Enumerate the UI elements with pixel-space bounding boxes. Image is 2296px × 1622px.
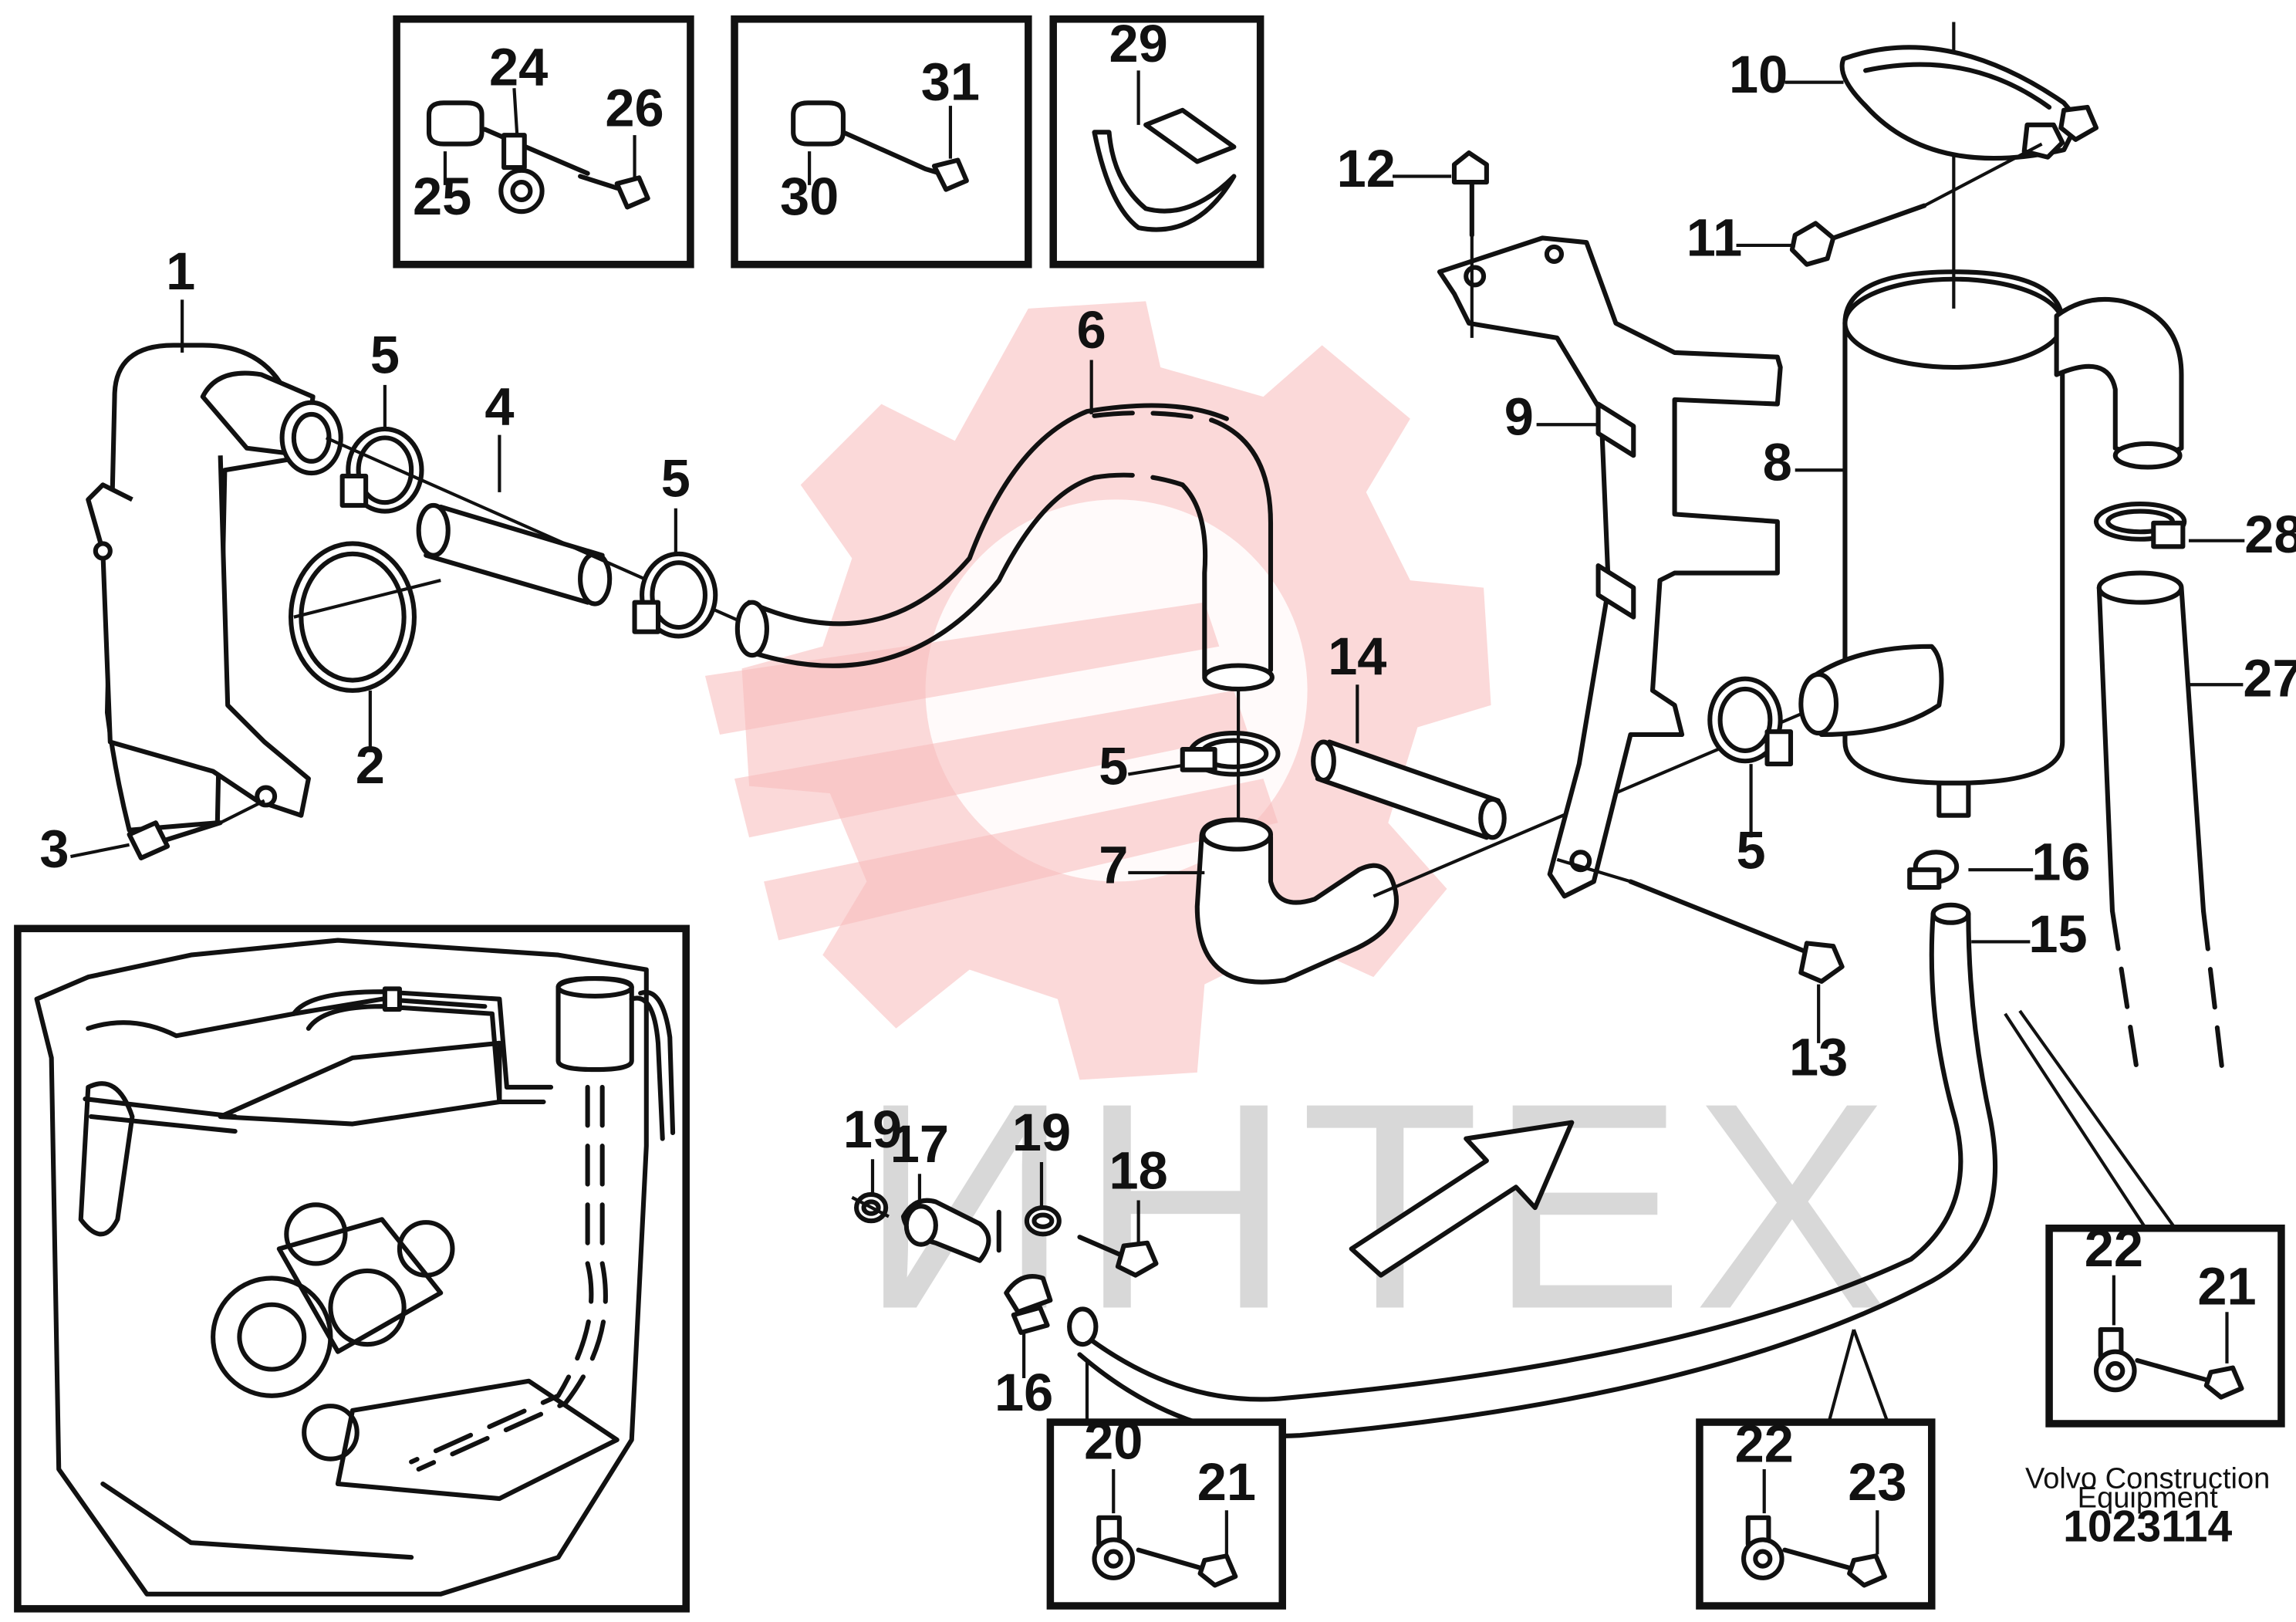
hose-6 [734, 403, 1275, 692]
label-8: 8 [1763, 433, 1792, 492]
label-4: 4 [485, 377, 514, 436]
bolt-11 [1789, 142, 2043, 267]
bolt-12 [1451, 150, 1489, 338]
label-3: 3 [39, 819, 69, 878]
hose-clamp-5a [339, 426, 424, 514]
label-14: 14 [1328, 627, 1386, 686]
hose-clamp-5c [1180, 731, 1281, 777]
label-27: 27 [2243, 648, 2296, 708]
label-17: 17 [890, 1114, 949, 1174]
hose-14 [1311, 739, 1507, 840]
watermark-gear-logo [704, 301, 1491, 1080]
band-clamp-10 [1839, 45, 2099, 161]
detail-box-22-21 [2045, 1224, 2285, 1428]
label-19a: 19 [843, 1100, 902, 1159]
label-5a: 5 [370, 326, 400, 385]
label-6: 6 [1077, 300, 1106, 360]
label-31: 31 [921, 52, 980, 111]
label-22a: 22 [1735, 1414, 1794, 1473]
label-29: 29 [1109, 14, 1168, 73]
detail-box-20-21 [1046, 1418, 1286, 1610]
breather-housing [86, 343, 343, 833]
fitting-group-17-18-19 [851, 1191, 1159, 1335]
label-16a: 16 [2031, 832, 2090, 891]
oil-separator-8 [1798, 22, 2184, 818]
direction-arrow [1349, 1120, 1575, 1278]
label-5c: 5 [1099, 737, 1128, 796]
detail-box-24-25-26 [393, 15, 694, 269]
label-23: 23 [1848, 1452, 1906, 1512]
hose-clamp-28 [2093, 502, 2187, 549]
hose-clamp-5d [1707, 676, 1794, 767]
label-28: 28 [2244, 505, 2296, 564]
label-30: 30 [780, 167, 839, 226]
o-ring [288, 541, 417, 693]
label-22b: 22 [2085, 1218, 2143, 1278]
bracket-9 [1437, 235, 1783, 899]
label-10: 10 [1729, 45, 1788, 104]
label-20: 20 [1084, 1411, 1143, 1471]
label-1: 1 [166, 242, 195, 301]
label-9: 9 [1504, 387, 1534, 447]
detail-box-22-23 [1696, 1418, 1936, 1610]
label-7: 7 [1099, 835, 1128, 894]
engine-overview-inset [14, 924, 690, 1613]
label-15: 15 [2028, 904, 2087, 964]
footer-company-line2: Equipment [2078, 1482, 2218, 1514]
label-5b: 5 [661, 449, 690, 509]
label-26: 26 [605, 79, 663, 138]
bolt-3 [127, 799, 265, 860]
label-12: 12 [1337, 139, 1396, 198]
label-18: 18 [1109, 1140, 1168, 1200]
label-25: 25 [413, 167, 471, 226]
hose-4 [416, 502, 613, 607]
hose-clamp-5b [632, 551, 718, 639]
label-19b: 19 [1012, 1103, 1071, 1162]
bolt-13 [1556, 857, 1845, 984]
detail-box-30-31 [731, 15, 1032, 269]
hose-27 [2096, 570, 2225, 1075]
detail-box-29 [1049, 15, 1264, 269]
footer-company-line1: Volvo Construction [2025, 1463, 2270, 1495]
footer-drawing-number: 1023114 [2063, 1502, 2232, 1551]
hose-7 [1194, 817, 1399, 985]
label-21b: 21 [2197, 1257, 2256, 1316]
label-24: 24 [489, 37, 548, 96]
hose-clamp-16a [1907, 850, 1960, 890]
label-21a: 21 [1197, 1452, 1256, 1512]
label-11: 11 [1687, 208, 1742, 267]
